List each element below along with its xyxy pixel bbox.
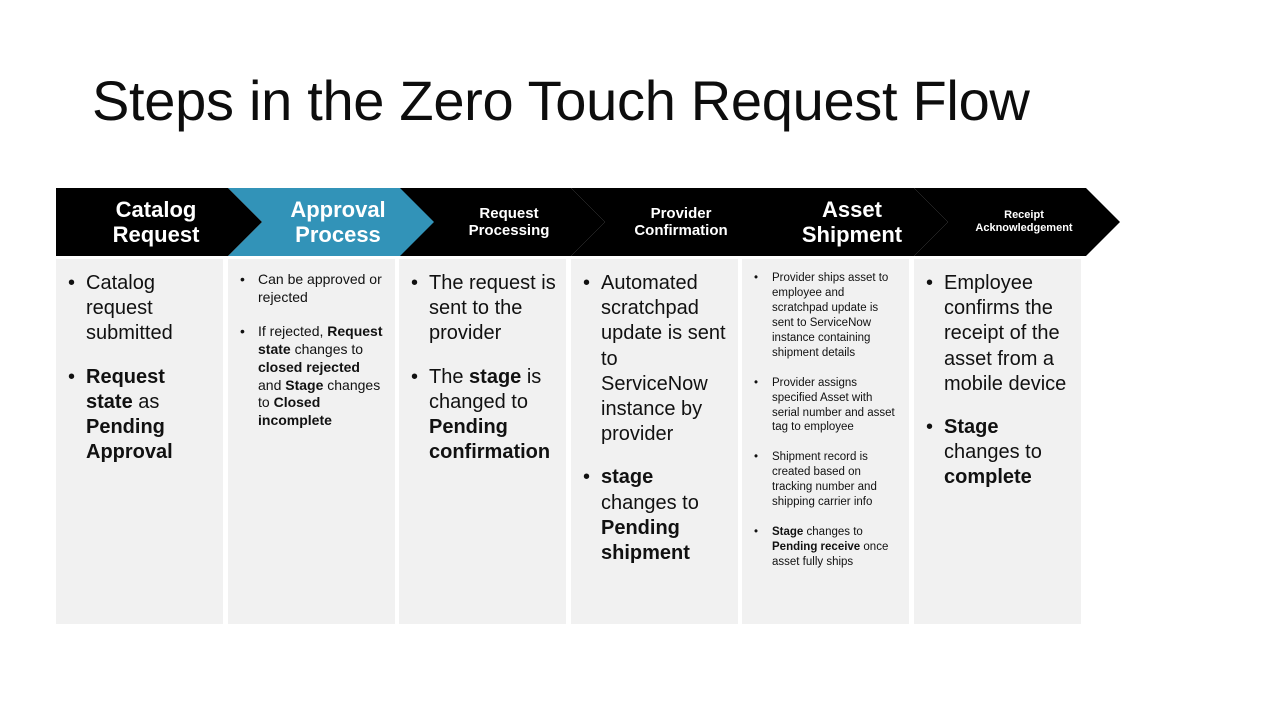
- bullet-text: If rejected,: [258, 322, 328, 339]
- bullet-emphasis: Stage: [285, 376, 324, 393]
- bullet-emphasis: Request state: [86, 365, 165, 413]
- bullet-text: Shipment record is created based on trac…: [772, 451, 877, 509]
- bullet-emphasis: Pending receive: [772, 541, 861, 554]
- bullet-text: Provider assigns specified Asset with se…: [772, 376, 895, 434]
- process-step-provider-confirmation: ProviderConfirmationAutomated scratchpad…: [571, 188, 777, 624]
- bullet-emphasis: complete: [944, 466, 1032, 489]
- bullet-list: Can be approved or rejected If rejected, …: [236, 271, 385, 430]
- bullet-item: Provider assigns specified Asset with se…: [750, 376, 899, 436]
- step-body-asset-shipment: Provider ships asset to employee and scr…: [742, 259, 909, 624]
- bullet-list: Automated scratchpad update is sent to S…: [579, 271, 728, 566]
- process-step-asset-shipment: AssetShipmentProvider ships asset to emp…: [742, 188, 948, 624]
- bullet-text: and: [258, 376, 286, 393]
- bullet-text: changes to: [601, 491, 699, 514]
- bullet-text: Can be approved or rejected: [258, 271, 382, 305]
- bullet-text: changes to: [290, 340, 364, 357]
- bullet-text: changes to: [258, 376, 381, 411]
- step-body-approval-process: Can be approved or rejected If rejected, …: [228, 259, 395, 624]
- bullet-text: The: [429, 365, 470, 388]
- bullet-text: Employee confirms the receipt of the ass…: [944, 272, 1067, 395]
- bullet-item: The request is sent to the provider: [407, 271, 556, 347]
- bullet-item: stage changes to Pending shipment: [579, 465, 728, 566]
- step-body-request-processing: The request is sent to the providerThe s…: [399, 259, 566, 624]
- process-step-receipt-acknowledgement: ReceiptAcknowledgementEmployee confirms …: [914, 188, 1120, 624]
- bullet-text: once asset fully ships: [772, 541, 889, 568]
- bullet-item: Stage changes to Pending receive once as…: [750, 525, 899, 570]
- bullet-item: Request state as Pending Approval: [64, 365, 213, 466]
- process-step-catalog-request: CatalogRequestCatalog request submittedR…: [56, 188, 262, 624]
- bullet-text: is changed to: [429, 365, 542, 413]
- bullet-list: Employee confirms the receipt of the ass…: [922, 271, 1071, 491]
- step-body-catalog-request: Catalog request submittedRequest state a…: [56, 259, 223, 624]
- bullet-list: Provider ships asset to employee and scr…: [750, 271, 899, 570]
- process-flow-diagram: CatalogRequestCatalog request submittedR…: [56, 188, 1080, 624]
- bullet-emphasis: Pending Approval: [86, 415, 173, 464]
- bullet-list: Catalog request submittedRequest state a…: [64, 271, 213, 465]
- process-step-approval-process: ApprovalProcessCan be approved or reject…: [228, 188, 434, 624]
- bullet-emphasis: stage: [601, 466, 654, 489]
- bullet-item: Provider ships asset to employee and scr…: [750, 271, 899, 361]
- bullet-item: The stage is changed to Pending confirma…: [407, 365, 556, 466]
- bullet-item: Catalog request submitted: [64, 271, 213, 347]
- bullet-item: Automated scratchpad update is sent to S…: [579, 271, 728, 447]
- bullet-emphasis: Pending shipment: [601, 516, 690, 564]
- bullet-text: Provider ships asset to employee and scr…: [772, 272, 889, 359]
- bullet-emphasis: Stage: [944, 415, 999, 438]
- bullet-item: Can be approved or rejected: [236, 271, 385, 307]
- step-body-receipt-acknowledgement: Employee confirms the receipt of the ass…: [914, 259, 1081, 624]
- bullet-emphasis: closed rejected: [258, 358, 360, 375]
- bullet-item: Shipment record is created based on trac…: [750, 450, 899, 510]
- bullet-emphasis: Stage: [772, 526, 804, 539]
- step-body-provider-confirmation: Automated scratchpad update is sent to S…: [571, 259, 738, 624]
- bullet-item: Employee confirms the receipt of the ass…: [922, 271, 1071, 397]
- bullet-emphasis: stage: [469, 365, 522, 388]
- bullet-emphasis: Request state: [258, 322, 383, 357]
- bullet-text: as: [132, 390, 160, 413]
- bullet-text: Catalog request submitted: [86, 272, 173, 345]
- bullet-item: If rejected, Request state changes to cl…: [236, 323, 385, 430]
- page-title: Steps in the Zero Touch Request Flow: [92, 69, 1030, 132]
- bullet-list: The request is sent to the providerThe s…: [407, 271, 556, 465]
- bullet-item: Stage changes to complete: [922, 415, 1071, 491]
- bullet-emphasis: Closed incomplete: [258, 394, 332, 429]
- bullet-text: The request is sent to the provider: [429, 272, 556, 345]
- bullet-text: Automated scratchpad update is sent to S…: [601, 272, 726, 446]
- bullet-text: changes to: [803, 526, 863, 539]
- process-step-request-processing: RequestProcessingThe request is sent to …: [399, 188, 605, 624]
- bullet-text: changes to: [944, 441, 1042, 464]
- bullet-emphasis: Pending confirmation: [429, 415, 551, 464]
